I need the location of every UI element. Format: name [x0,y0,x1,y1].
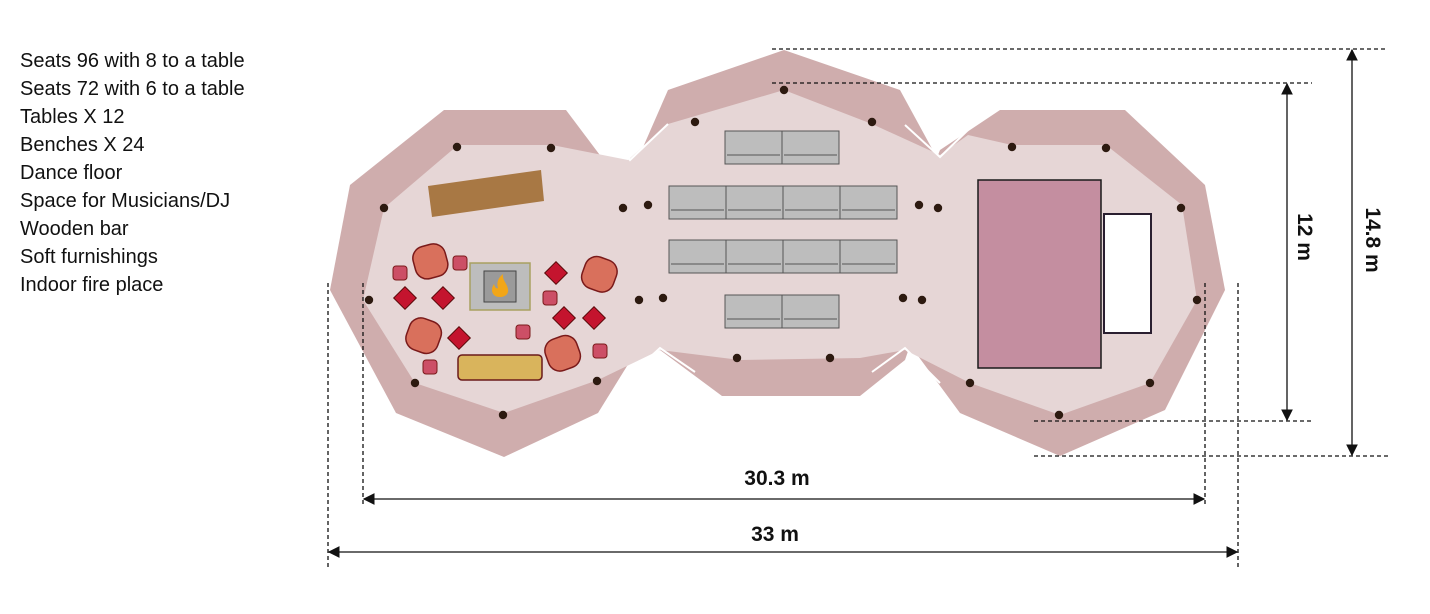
floor-cushion [446,325,472,351]
dimension-lines [327,48,1388,568]
bench [724,130,783,165]
floor-cushion [430,285,456,311]
benches [668,130,898,329]
tent-pole [914,200,924,210]
tent-pole [898,293,908,303]
floor-cushion [392,285,418,311]
bench [839,239,898,274]
tent-pole [779,85,789,95]
floor-cushion [551,305,577,331]
inner-height-label: 12 m [1293,213,1316,261]
tent-pole [690,117,700,127]
sofa [457,354,543,381]
pouf [392,265,408,281]
floor-cushion [543,260,569,286]
bench [725,185,784,220]
musicians-dj-space [1103,213,1152,334]
bench [839,185,898,220]
pouf [452,255,468,271]
notch-lines [599,123,969,384]
armchair [544,334,582,372]
tent-pole [452,142,462,152]
tent-pole [592,376,602,386]
tent-pole [1101,143,1111,153]
pouf [592,343,608,359]
tent-pole [732,353,742,363]
tent-pole [867,117,877,127]
inner-width-label: 30.3 m [744,467,809,490]
armchair [580,255,618,293]
legend-seats-8: Seats 96 with 8 to a table [20,50,245,72]
bench [782,185,841,220]
tent-pole [364,295,374,305]
floor-cushion [581,305,607,331]
tent-pole [546,143,556,153]
bench [724,294,783,329]
tent-pole [634,295,644,305]
tent-pole [410,378,420,388]
tent-pole [1007,142,1017,152]
tent-pole [498,410,508,420]
tent-pole [643,200,653,210]
dance-floor [977,179,1102,369]
indoor-fireplace [469,262,531,311]
bench [781,130,840,165]
tent-pole [917,295,927,305]
legend: Seats 96 with 8 to a table Seats 72 with… [20,47,245,299]
legend-tables: Tables X 12 [20,106,125,128]
tent-pole [965,378,975,388]
tent-pole [658,293,668,303]
legend-dance-floor: Dance floor [20,162,123,184]
flame-icon [492,274,509,297]
tent-pole [933,203,943,213]
wooden-bar [428,170,544,217]
tent-pole [825,353,835,363]
armchairs [405,243,618,372]
legend-soft-furnishings: Soft furnishings [20,246,158,268]
floor-cushions [392,260,607,351]
legend-musicians: Space for Musicians/DJ [20,190,231,212]
bench [668,185,727,220]
legend-fireplace: Indoor fire place [20,274,164,296]
bench [782,239,841,274]
armchair [405,317,443,355]
bench [725,239,784,274]
bench [781,294,840,329]
tent-pole [1054,410,1064,420]
tent-pole [1192,295,1202,305]
legend-benches: Benches X 24 [20,134,145,156]
legend-bar: Wooden bar [20,218,129,240]
outer-width-label: 33 m [751,523,799,546]
pouf [542,290,558,306]
tent-pole [618,203,628,213]
legend-seats-6: Seats 72 with 6 to a table [20,78,245,100]
pouf [515,324,531,340]
poufs [392,255,608,375]
bench [668,239,727,274]
tent-pole [1176,203,1186,213]
tent-pole [379,203,389,213]
outer-height-label: 14.8 m [1361,207,1384,272]
pouf [422,359,438,375]
tent-pole [1145,378,1155,388]
armchair [412,243,449,280]
tent-poles [364,85,1202,420]
